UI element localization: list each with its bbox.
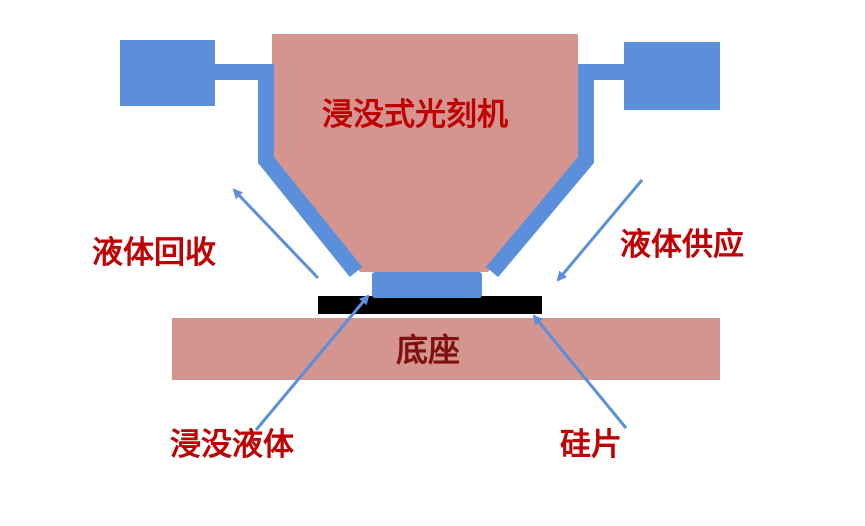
recovery-label: 液体回收	[92, 235, 216, 271]
supply-label: 液体供应	[620, 227, 744, 263]
machine-label: 浸没式光刻机	[322, 97, 508, 133]
recovery-arrow	[232, 188, 320, 280]
base-platform	[172, 318, 720, 380]
supply-arrow	[556, 179, 644, 282]
supply-tube	[485, 64, 626, 278]
immersion-liquid-label: 浸没液体	[170, 427, 294, 463]
lithography-machine-body	[272, 34, 578, 272]
recovery-tank	[120, 40, 215, 106]
supply-tank	[624, 42, 720, 110]
wafer-pointer	[532, 314, 628, 429]
base-label: 底座	[396, 331, 461, 369]
immersion-liquid-pointer	[254, 294, 370, 431]
recovery-tube	[214, 64, 363, 278]
wafer-label: 硅片	[560, 427, 622, 463]
immersion-liquid	[372, 272, 482, 298]
silicon-wafer	[318, 296, 542, 314]
